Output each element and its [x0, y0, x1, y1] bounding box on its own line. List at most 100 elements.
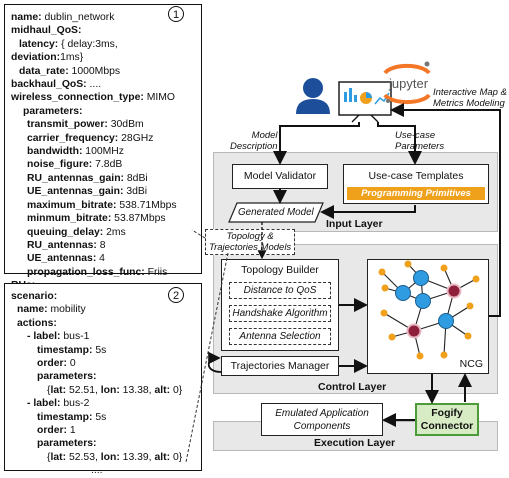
arrow-to-model-validator — [273, 122, 360, 165]
scenario-config-line: actions: — [11, 317, 201, 330]
trajectories-manager-box[interactable]: Trajectories Manager — [221, 356, 339, 376]
generated-model-label[interactable]: Generated Model — [238, 207, 314, 218]
network-config-line: name: dublin_network — [11, 11, 201, 24]
network-config-key: carrier_frequency: — [27, 132, 119, 144]
scenario-config-line: .... — [11, 464, 201, 477]
interactive-label-line2: Metrics Modeling — [433, 98, 505, 109]
scenario-config-value: bus-2 — [60, 398, 90, 410]
emulated-components-box[interactable]: Emulated Application Components — [261, 403, 383, 436]
badge-2: 2 — [168, 287, 184, 303]
scenario-config-line: parameters: — [11, 370, 201, 383]
network-config-line: latency: { delay:3ms, — [11, 38, 201, 51]
scenario-config-key: - label: — [27, 398, 61, 410]
network-config-value: { delay:3ms, — [58, 38, 118, 50]
scenario-config-key: parameters: — [37, 371, 97, 383]
dashed-link-config2 — [185, 252, 229, 463]
network-config-key: deviation: — [11, 52, 61, 64]
network-config-key: parameters: — [23, 105, 83, 117]
network-config-value: MIMO — [143, 92, 175, 104]
execution-layer-title: Execution Layer — [314, 437, 396, 449]
network-config-line: bandwidth: 100MHz — [11, 145, 201, 158]
network-config-value: 2ms — [103, 226, 126, 238]
topology-traj-line1: Topology & — [226, 231, 274, 242]
network-config-key: UE_antennas_gain: — [27, 186, 124, 198]
model-description-line2: Description — [230, 141, 278, 152]
scenario-config-key: timestamp: — [37, 411, 93, 423]
network-config-value: 53.87Mbps — [111, 213, 166, 225]
network-config-key: name: — [11, 12, 42, 23]
network-config-key: latency: — [19, 38, 59, 50]
scenario-config-value: 0 — [67, 358, 76, 370]
badge-1: 1 — [168, 6, 184, 22]
network-config-line: carrier_frequency: 28GHz — [11, 132, 201, 145]
network-config-value: 28GHz — [118, 132, 154, 144]
topology-traj-line2: Trajectories Models — [209, 242, 292, 253]
arrow-templates-generated — [320, 205, 416, 219]
scenario-config-line: {lat: 52.51, lon: 13.38, alt: 0} — [47, 384, 183, 396]
network-config-line: noise_figure: 7.8dB — [11, 158, 201, 171]
scenario-config-value: 5s — [92, 344, 107, 356]
jupyter-label: jupyter — [389, 76, 429, 91]
scenario-config-line: - label: bus-1 — [11, 330, 201, 343]
model-description-label: Model Description — [230, 130, 278, 152]
network-config-value: 8 — [96, 239, 106, 251]
scenario-config-line: name: mobility — [11, 303, 201, 316]
network-config-line: maximum_bitrate: 538.71Mbps — [11, 199, 201, 212]
network-config-value: dublin_network — [41, 12, 115, 23]
scenario-config-value: mobility — [47, 304, 86, 316]
model-validator-box[interactable]: Model Validator — [232, 164, 328, 189]
fogify-line2: Connector — [420, 420, 474, 432]
usecase-templates-box[interactable]: Use-case Templates Programming Primitive… — [343, 164, 489, 204]
network-config-value: 7.8dB — [92, 159, 123, 171]
network-config-line: transmit_power: 30dBm — [11, 118, 201, 131]
scenario-config-key: order: — [37, 425, 68, 437]
topology-builder-box[interactable]: Topology Builder Distance to QoS Handsha… — [221, 259, 339, 351]
scenario-config-key: scenario: — [11, 291, 58, 302]
network-config-key: noise_figure: — [27, 159, 93, 171]
network-config-value: .... — [86, 79, 102, 91]
network-config-key: queuing_delay: — [27, 226, 104, 238]
scenario-config-value: .... — [91, 465, 103, 477]
interactive-label-line1: Interactive Map & — [433, 87, 507, 98]
antenna-selection-box[interactable]: Antenna Selection — [229, 328, 331, 345]
topology-builder-title: Topology Builder — [241, 264, 319, 276]
scenario-config-line: order: 1 — [11, 424, 201, 437]
ncg-graph — [378, 260, 480, 360]
scenario-config-key: actions: — [17, 317, 57, 329]
network-config-value: 3dBi — [123, 186, 148, 198]
network-config-key: maximum_bitrate: — [27, 199, 117, 211]
scenario-config-key: name: — [17, 304, 48, 316]
scenario-config-line: timestamp: 5s — [11, 411, 201, 424]
ncg-label: NCG — [459, 358, 483, 370]
network-config-line: parameters: — [11, 105, 201, 118]
network-config-value: Friis — [144, 266, 168, 278]
handshake-algorithm-box[interactable]: Handshake Algorithm — [229, 305, 331, 322]
input-layer-title: Input Layer — [326, 218, 383, 230]
network-config-line: wireless_connection_type: MIMO — [11, 91, 201, 104]
fogify-connector-box[interactable]: Fogify Connector — [415, 403, 479, 436]
trajectories-self-loop — [207, 351, 222, 373]
network-config-value: 100MHz — [82, 146, 124, 158]
distance-qos-box[interactable]: Distance to QoS — [229, 282, 331, 299]
emulated-line2: Components — [293, 421, 351, 432]
network-config-line: RU_antennas: 8 — [11, 239, 201, 252]
network-config-key: backhaul_QoS: — [11, 79, 87, 91]
network-config-key: data_rate: — [19, 65, 69, 77]
arrow-ncg-to-dashboard — [390, 103, 501, 317]
network-config-line: midhaul_QoS: — [11, 24, 201, 37]
network-config-value: 538.71Mbps — [116, 199, 177, 211]
network-config-line: data_rate: 1000Mbps — [11, 65, 201, 78]
scenario-config-key: parameters: — [37, 438, 97, 450]
programming-primitives-badge: Programming Primitives — [347, 187, 485, 200]
usecase-templates-label: Use-case Templates — [368, 170, 464, 182]
network-config-key: UE_antennas: — [27, 253, 97, 265]
scenario-config-value: 1 — [67, 425, 76, 437]
network-config-value: 8dBi — [124, 172, 148, 184]
network-config-key: RU_antennas_gain: — [27, 172, 125, 184]
topology-trajectories-models-label: Topology & Trajectories Models — [205, 229, 296, 255]
network-config-key: minmum_bitrate: — [27, 213, 112, 225]
